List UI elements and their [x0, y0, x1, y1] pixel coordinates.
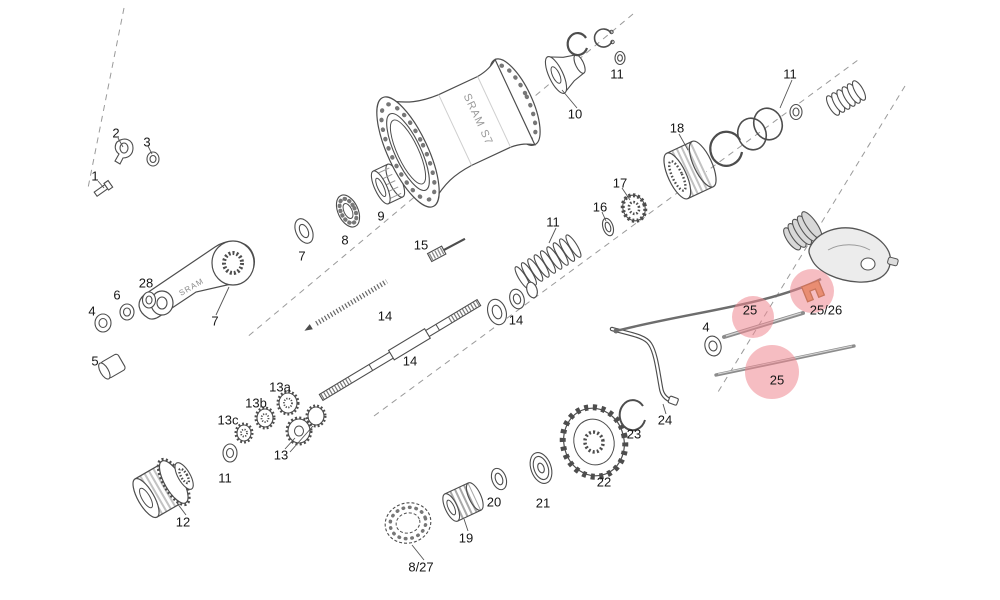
part-small-ring-right — [789, 103, 803, 121]
part-threaded-rod-14 — [304, 278, 389, 331]
leader-lines — [97, 79, 793, 561]
part-axle-14 — [318, 298, 482, 402]
part-push-rod-15 — [426, 237, 466, 263]
part-roller-clutch-19 — [442, 482, 484, 522]
shifter-dial — [860, 257, 876, 271]
part-cone-20 — [490, 467, 508, 491]
part-gear-17 — [620, 193, 648, 223]
part-spring-washers-11 — [736, 107, 784, 151]
part-clutch-sleeve-18 — [663, 140, 717, 200]
part-spline-ring-9 — [370, 163, 406, 205]
part-cring-11-right — [709, 130, 744, 167]
shifter-grip — [783, 211, 823, 251]
part-nut-3 — [146, 151, 160, 167]
part-washer-6 — [119, 303, 135, 321]
part-dust-cap-21 — [529, 452, 553, 484]
part-clamp-25-26 — [800, 279, 826, 303]
part-sprocket-22 — [559, 404, 629, 480]
part-washer-16 — [601, 217, 615, 237]
part-washer-28 — [141, 291, 157, 309]
part-sun-gear-13c — [234, 422, 254, 444]
shifter-body — [808, 227, 892, 283]
shifter-screw — [887, 256, 899, 267]
part-bent-rod-24 — [609, 326, 679, 406]
part-torque-arm-7: SRAM — [138, 240, 255, 320]
part-bearing-ring-8 — [335, 194, 361, 228]
part-planetary-12 — [132, 457, 194, 519]
part-bearing-cone-14 — [486, 281, 538, 326]
part-washer-11-top — [614, 50, 626, 66]
part-cap-5 — [98, 353, 126, 380]
part-coil-spring-middle-11 — [514, 234, 582, 290]
part-cclip-11-top — [566, 31, 589, 57]
hub-shell: SRAM S7 — [376, 58, 541, 208]
part-clamp-2 — [114, 138, 134, 165]
part-circlip-23 — [618, 399, 646, 432]
part-lockring-8-27 — [384, 502, 432, 544]
part-cone-7 — [294, 218, 314, 244]
part-circlip-11-top — [593, 28, 615, 48]
shifter-cable — [615, 277, 822, 333]
part-bolt-1 — [93, 179, 114, 197]
part-nut-4-right — [704, 335, 722, 357]
part-cable-rod-25-upper — [722, 311, 805, 339]
shifter-assembly — [613, 211, 899, 334]
part-ring-11-bottom — [222, 443, 238, 463]
part-nut-4-left — [94, 313, 112, 333]
part-sun-gear-13a — [276, 390, 300, 416]
part-coil-spring-right — [825, 80, 867, 116]
part-sun-gear-13b — [254, 406, 276, 430]
part-gear-cluster-13 — [285, 404, 327, 446]
